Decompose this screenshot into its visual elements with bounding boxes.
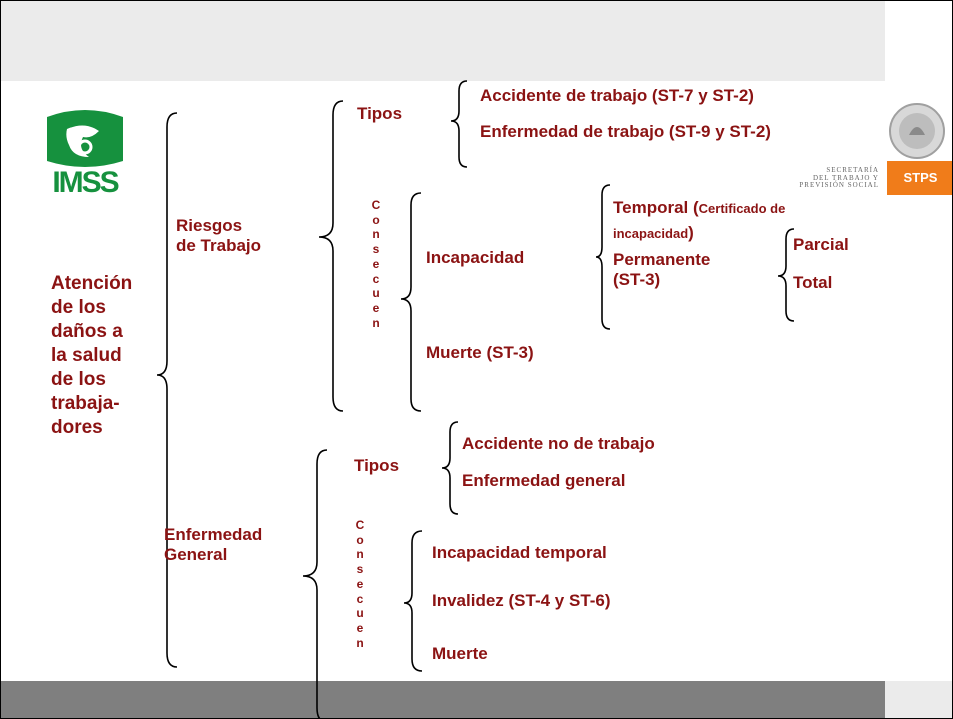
invalidez-label: Invalidez (ST-4 y ST-6) (432, 591, 611, 610)
riesgos-brace (318, 100, 344, 412)
temporal-text: Temporal ( (613, 198, 699, 217)
incapacidad-small-text: incapacidad (613, 226, 689, 241)
certificado-text: Certificado de (698, 201, 786, 216)
riesgos-consecuencias-label: Consecuen (371, 198, 381, 330)
main-title-line: la salud (51, 345, 122, 366)
bottom-band (1, 681, 885, 718)
riesgos-title-line: Riesgos (176, 216, 243, 235)
incapacidad-label: Incapacidad (426, 248, 525, 267)
main-title-line: dores (51, 417, 103, 438)
permanente-line: Permanente (613, 250, 711, 269)
main-title: Atención de los daños a la salud de los … (51, 272, 132, 440)
enfermedad-brace (302, 449, 328, 718)
muerte-label: Muerte (432, 644, 488, 663)
muerte-st3-label: Muerte (ST-3) (426, 343, 534, 362)
enfermedad-title: Enfermedad General (164, 525, 262, 565)
secretaria-line-2: DEL TRABAJO Y (812, 173, 879, 182)
riesgos-title: Riesgos de Trabajo (176, 216, 261, 256)
mexico-seal-icon (889, 103, 945, 159)
riesgos-title-line: de Trabajo (176, 236, 262, 255)
enfermedad-title-line: General (164, 545, 228, 564)
imss-logo-icon (47, 110, 123, 167)
total-label: Total (793, 273, 833, 292)
permanente-line: (ST-3) (613, 270, 661, 289)
tipo-enfermedad-trabajo: Enfermedad de trabajo (ST-9 y ST-2) (480, 122, 771, 141)
main-brace (156, 112, 178, 668)
enfermedad-consecuencias-label: Consecuen (355, 518, 365, 650)
permanente-label: Permanente (ST-3) (613, 250, 710, 290)
enfermedad-title-line: Enfermedad (164, 525, 263, 544)
temporal-label: Temporal (Certificado de (613, 198, 785, 219)
top-band (1, 1, 885, 81)
enfermedad-tipos-label: Tipos (354, 456, 400, 475)
riesgos-tipos-brace (450, 80, 468, 168)
permanente-brace (777, 228, 795, 322)
main-title-line: de los (51, 297, 106, 318)
riesgos-tipos-label: Tipos (357, 104, 403, 123)
close-paren-text: ) (688, 223, 694, 242)
parcial-label: Parcial (793, 235, 849, 254)
tipo-accidente-no-trabajo: Accidente no de trabajo (462, 434, 655, 453)
stps-logo: STPS (887, 161, 952, 195)
main-title-line: de los (51, 369, 106, 390)
enfermedad-consecuencias-brace (403, 530, 423, 672)
incapacidad-brace (595, 184, 611, 330)
secretaria-line-3: PREVISIÓN SOCIAL (799, 181, 879, 189)
incapacidad-temporal-label: Incapacidad temporal (432, 543, 607, 562)
tipo-accidente-trabajo: Accidente de trabajo (ST-7 y ST-2) (480, 86, 754, 105)
consecuencias-brace (400, 192, 422, 412)
secretaria-label: SECRETARÍA DEL TRABAJO Y PREVISIÓN SOCIA… (779, 166, 879, 190)
main-title-line: Atención (51, 273, 133, 294)
main-title-line: trabaja- (51, 393, 120, 414)
enfermedad-tipos-brace (441, 421, 459, 515)
imss-logo-text: IMSS (52, 166, 119, 199)
main-title-line: daños a (51, 321, 123, 342)
bottom-band-right (885, 681, 952, 718)
tipo-enfermedad-general: Enfermedad general (462, 471, 626, 490)
temporal-label-cont: incapacidad) (613, 223, 694, 244)
secretaria-line-1: SECRETARÍA (826, 166, 879, 174)
